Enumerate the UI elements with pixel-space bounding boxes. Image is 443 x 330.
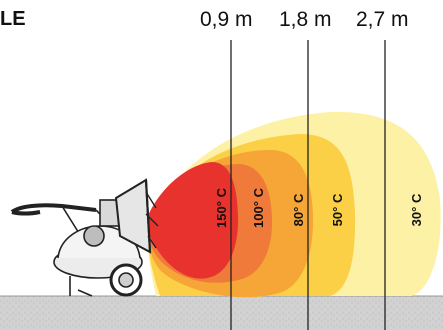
temp-label-150c: 150° C	[214, 187, 229, 228]
distance-label-1-8m: 1,8 m	[279, 8, 332, 31]
heat-zone-150c	[147, 162, 239, 279]
distance-label-0-9m: 0,9 m	[200, 8, 253, 31]
temp-label-100c: 100° C	[251, 187, 266, 228]
temp-label-50c: 50° C	[330, 193, 345, 226]
temp-label-30c: 30° C	[409, 193, 424, 226]
ground-slab	[0, 296, 443, 330]
distance-label-2-7m: 2,7 m	[356, 8, 409, 31]
diagram-title-fragment: LE	[0, 8, 26, 30]
heater-illustration	[10, 178, 159, 297]
temp-label-80c: 80° C	[291, 193, 306, 226]
